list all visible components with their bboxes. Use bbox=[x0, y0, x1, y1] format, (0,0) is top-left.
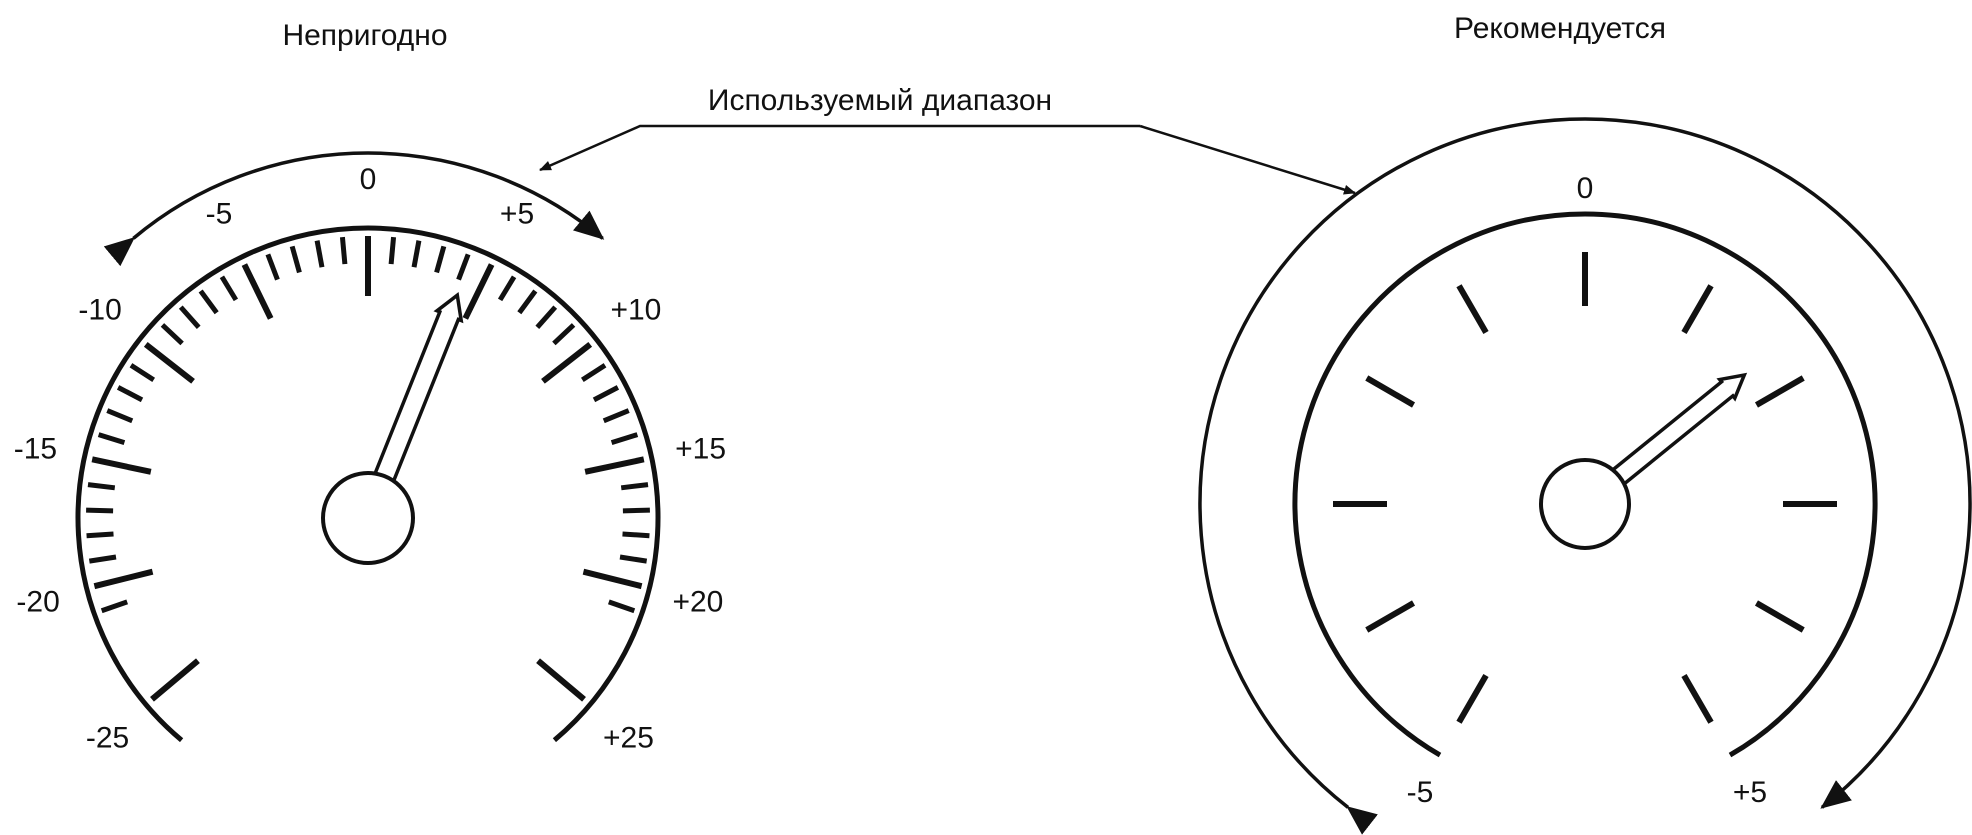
left-scale-label: -25 bbox=[86, 722, 129, 755]
left-minor-tick bbox=[434, 245, 447, 274]
right-tick bbox=[1456, 284, 1489, 335]
left-gauge: -25 -20 -15 -10 -5 0 +5 +10 +15 +20 +25 bbox=[14, 151, 726, 755]
left-scale-label: +15 bbox=[675, 432, 726, 465]
usable-range-callout bbox=[539, 124, 1356, 195]
left-minor-tick bbox=[622, 507, 650, 514]
left-minor-tick bbox=[602, 408, 630, 424]
left-minor-tick bbox=[580, 363, 607, 382]
left-minor-tick bbox=[314, 240, 325, 268]
left-minor-tick bbox=[219, 275, 239, 302]
left-minor-tick bbox=[497, 275, 517, 302]
left-minor-tick bbox=[100, 599, 129, 614]
left-minor-tick bbox=[552, 323, 576, 346]
right-tick bbox=[1365, 600, 1416, 633]
left-major-tick bbox=[150, 658, 200, 702]
left-scale-label: -20 bbox=[16, 585, 59, 618]
left-scale-label: +5 bbox=[500, 197, 534, 230]
left-scale-label: +25 bbox=[603, 722, 654, 755]
left-scale-label: +20 bbox=[672, 585, 723, 618]
left-minor-tick bbox=[622, 531, 650, 539]
right-title: Рекомендуется bbox=[1454, 12, 1666, 45]
right-scale-ticks bbox=[1333, 252, 1837, 724]
left-major-tick bbox=[582, 568, 643, 590]
left-scale-label: -15 bbox=[14, 432, 57, 465]
left-major-tick bbox=[462, 263, 495, 320]
left-minor-tick bbox=[160, 323, 184, 346]
left-minor-tick bbox=[388, 236, 397, 265]
left-major-tick bbox=[91, 456, 152, 475]
left-minor-tick bbox=[610, 432, 639, 445]
right-tick bbox=[1681, 673, 1714, 724]
left-minor-tick bbox=[88, 554, 117, 564]
left-minor-tick bbox=[116, 385, 144, 403]
left-minor-tick bbox=[178, 305, 201, 329]
left-minor-tick bbox=[106, 408, 134, 424]
left-minor-tick bbox=[619, 554, 648, 564]
left-minor-tick bbox=[517, 289, 538, 315]
right-tick bbox=[1754, 375, 1805, 408]
left-scale-label: 0 bbox=[360, 163, 377, 196]
left-minor-tick bbox=[411, 240, 422, 268]
left-minor-tick bbox=[535, 305, 558, 329]
left-minor-tick bbox=[86, 531, 114, 539]
callout-line-left bbox=[539, 124, 1140, 172]
left-needle-hub bbox=[321, 471, 415, 565]
left-major-tick bbox=[541, 342, 593, 384]
left-minor-tick bbox=[87, 482, 116, 491]
left-scale-label: -10 bbox=[78, 294, 121, 327]
left-scale-ticks bbox=[86, 236, 650, 702]
left-major-tick bbox=[93, 568, 154, 590]
right-tick bbox=[1365, 375, 1416, 408]
left-minor-tick bbox=[456, 253, 471, 281]
right-tick bbox=[1456, 673, 1489, 724]
left-major-tick bbox=[241, 263, 274, 320]
right-scale-label: 0 bbox=[1577, 172, 1594, 205]
left-minor-tick bbox=[607, 599, 636, 614]
right-tick bbox=[1754, 600, 1805, 633]
left-title: Непригодно bbox=[282, 19, 447, 52]
callout-line-right bbox=[1139, 124, 1356, 195]
left-major-tick bbox=[536, 658, 586, 702]
left-minor-tick bbox=[620, 482, 649, 491]
left-minor-tick bbox=[289, 245, 302, 274]
right-usable-range-arrow bbox=[1198, 117, 1972, 835]
left-major-tick bbox=[143, 342, 195, 384]
left-scale-label: -5 bbox=[206, 197, 233, 230]
left-minor-tick bbox=[97, 432, 126, 445]
usable-range-label: Используемый диапазон bbox=[708, 84, 1052, 117]
left-minor-tick bbox=[129, 363, 156, 382]
right-scale-label: +5 bbox=[1733, 776, 1767, 809]
right-needle-hub bbox=[1539, 458, 1631, 550]
right-tick bbox=[1681, 284, 1714, 335]
left-minor-tick bbox=[198, 289, 219, 315]
left-minor-tick bbox=[86, 507, 114, 514]
left-minor-tick bbox=[339, 236, 348, 265]
right-scale-label: -5 bbox=[1407, 776, 1434, 809]
right-gauge: -5 0 +5 bbox=[1198, 117, 1972, 835]
right-gauge-bezel bbox=[1292, 211, 1878, 758]
left-minor-tick bbox=[592, 385, 620, 403]
left-minor-tick bbox=[265, 253, 280, 281]
left-scale-labels: -25 -20 -15 -10 -5 0 +5 +10 +15 +20 +25 bbox=[14, 163, 726, 755]
left-major-tick bbox=[584, 456, 645, 475]
left-usable-range-arrow bbox=[103, 151, 605, 267]
left-scale-label: +10 bbox=[610, 294, 661, 327]
right-scale-labels: -5 0 +5 bbox=[1407, 172, 1767, 809]
